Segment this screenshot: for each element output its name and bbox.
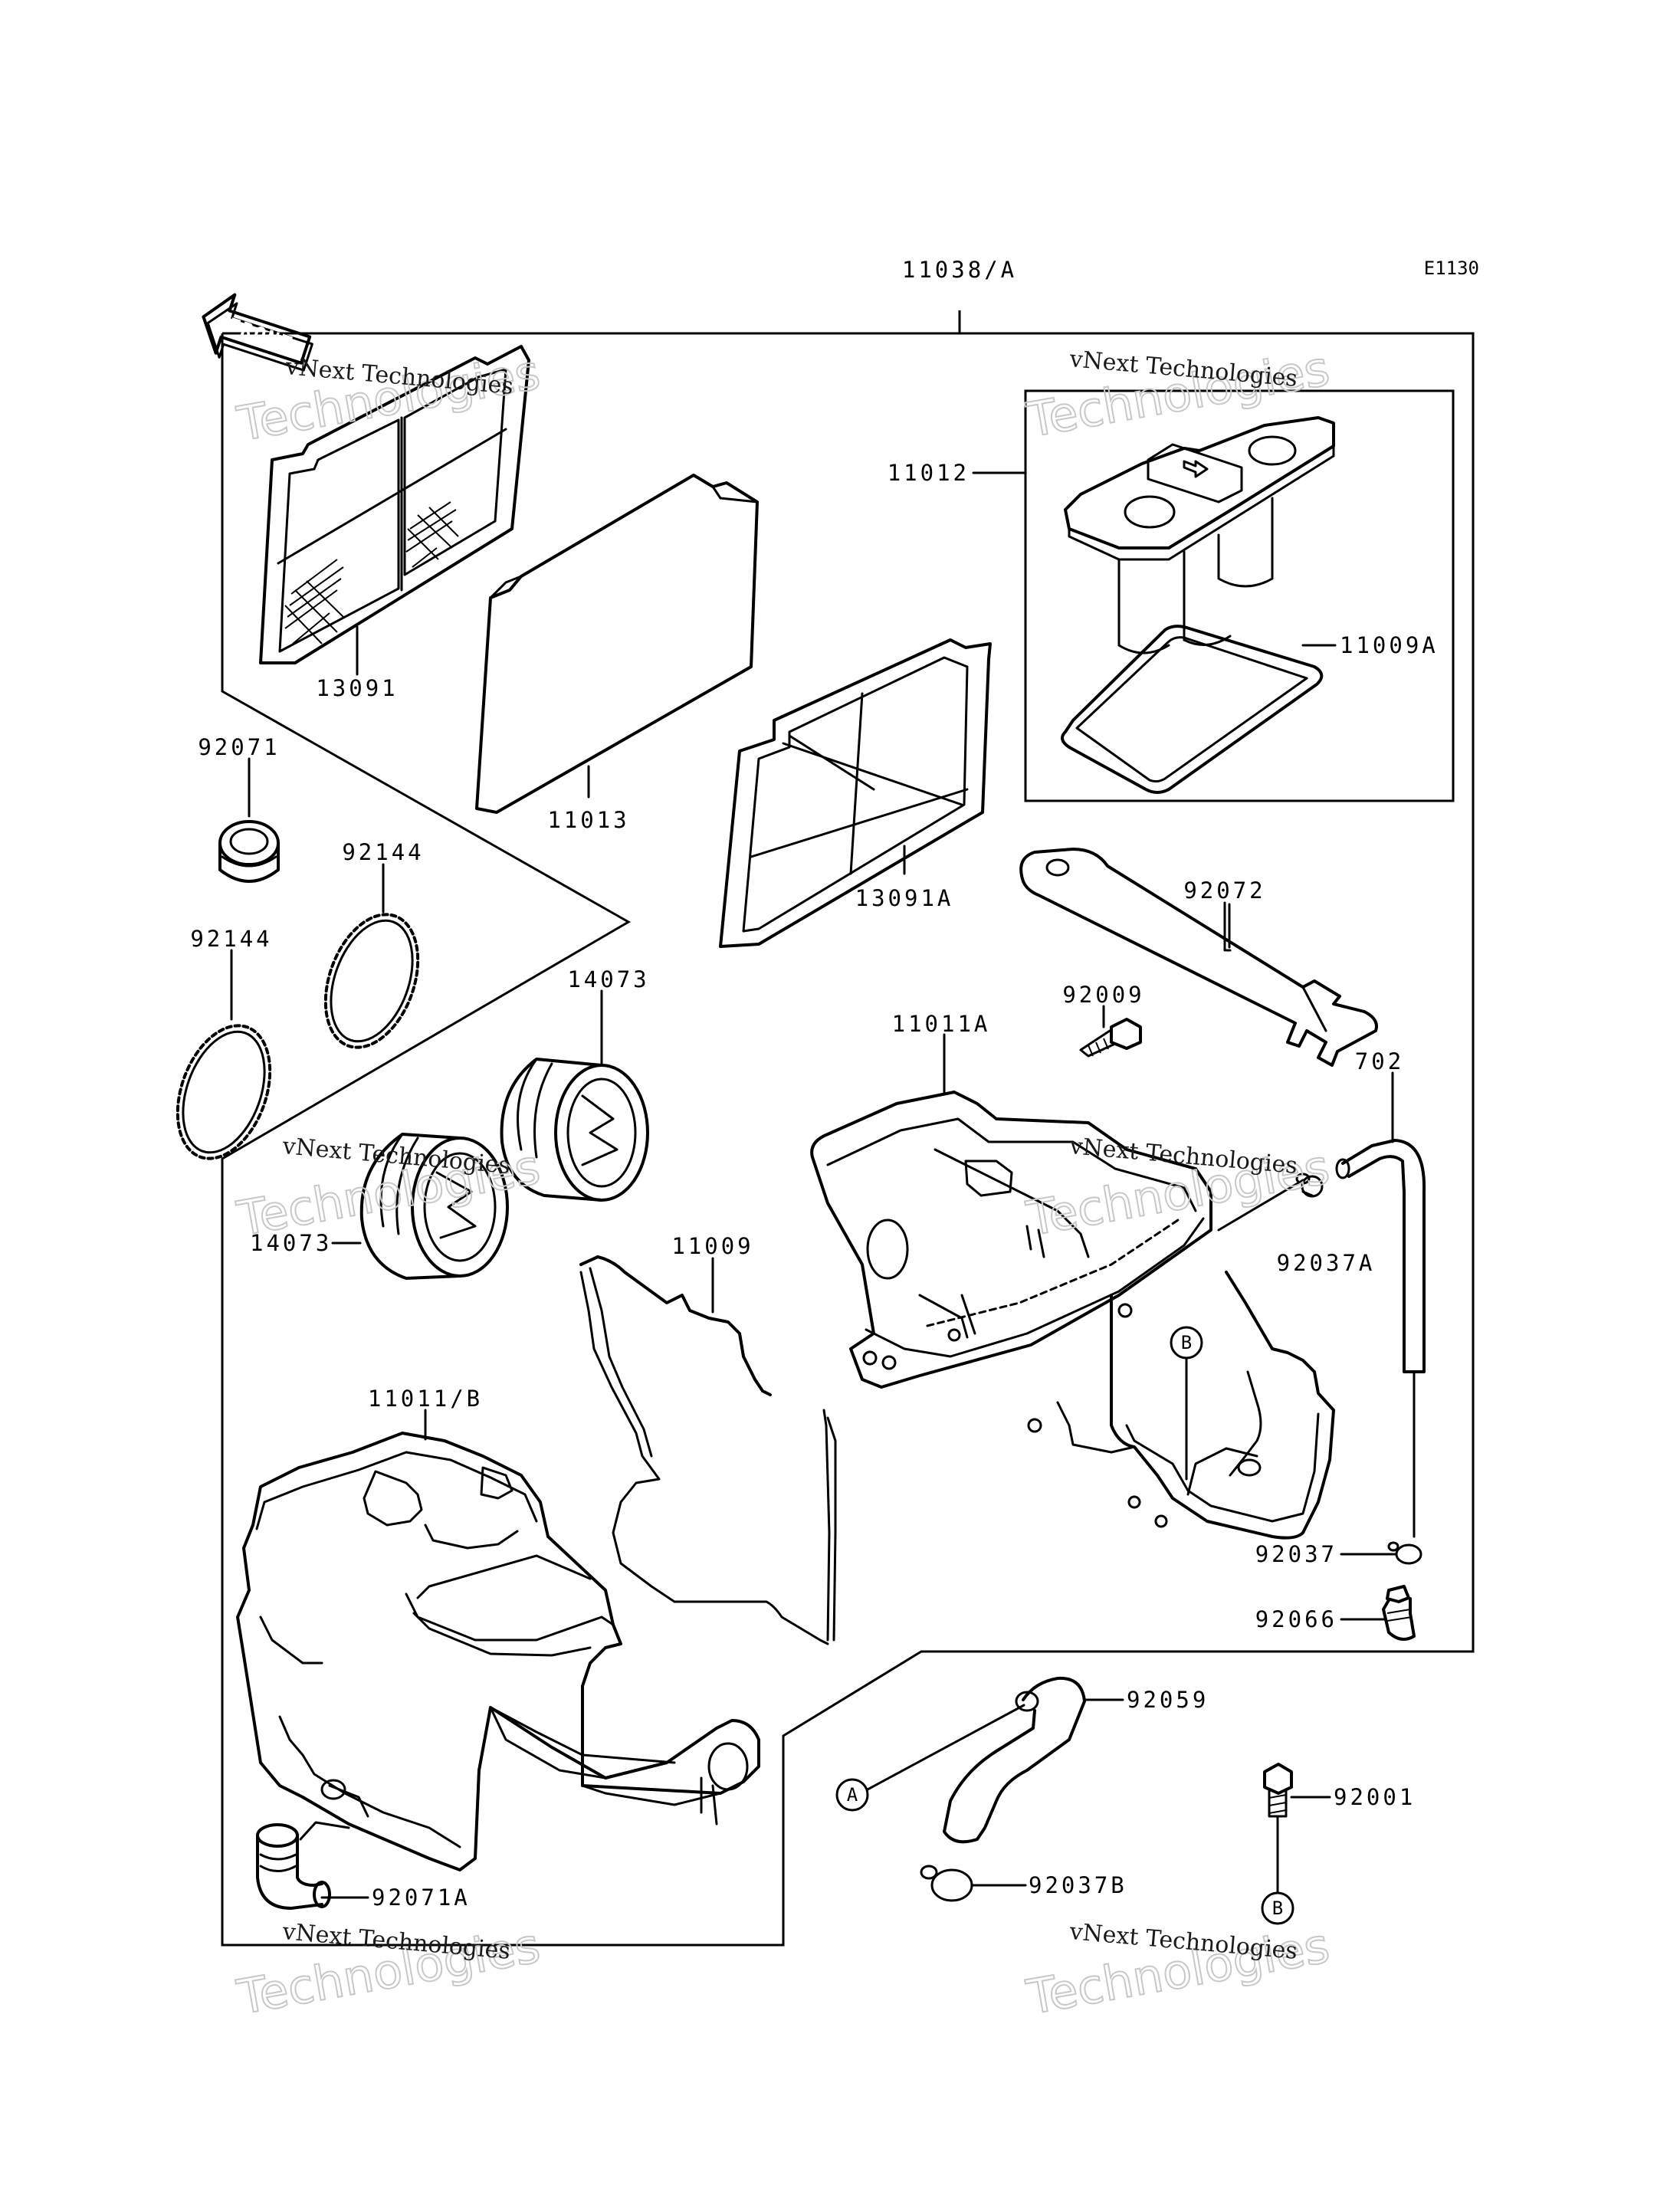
callout-a: A bbox=[835, 1778, 869, 1812]
part-11011a-airbox-upper[interactable] bbox=[810, 1091, 1212, 1389]
watermark-top-left: Technologies vNext Technologies bbox=[232, 343, 545, 453]
assembly-outline bbox=[221, 310, 1475, 1947]
part-label-92037[interactable]: 92037 bbox=[1255, 1541, 1337, 1567]
part-label-14073-upper[interactable]: 14073 bbox=[567, 966, 649, 992]
part-label-92071[interactable]: 92071 bbox=[198, 734, 280, 760]
part-11011-airbox-lower[interactable] bbox=[1027, 1271, 1335, 1540]
leader-lines bbox=[230, 471, 1398, 1899]
part-label-11011b[interactable]: 11011/B bbox=[368, 1386, 483, 1412]
part-92037b-clip[interactable] bbox=[920, 1865, 973, 1902]
part-label-92037a[interactable]: 92037A bbox=[1277, 1250, 1376, 1276]
part-11012-tank-unit[interactable] bbox=[1064, 416, 1335, 654]
part-11011b-airbox-housing[interactable] bbox=[236, 1432, 760, 1871]
part-label-13091[interactable]: 13091 bbox=[316, 675, 398, 701]
part-92144-clamp-lower[interactable] bbox=[161, 1013, 287, 1172]
callout-b-upper-letter: B bbox=[1181, 1332, 1192, 1353]
part-label-92059[interactable]: 92059 bbox=[1127, 1687, 1209, 1713]
part-11009a-gasket[interactable] bbox=[1061, 625, 1324, 794]
part-92009-bolt[interactable] bbox=[1079, 1018, 1142, 1058]
part-702-hose[interactable] bbox=[1335, 1139, 1426, 1538]
part-label-11038a[interactable]: 11038/A bbox=[902, 257, 1017, 283]
part-92001-bolt[interactable] bbox=[1263, 1763, 1293, 1894]
part-label-92072[interactable]: 92072 bbox=[1183, 877, 1265, 904]
part-92144-clamp-upper[interactable] bbox=[309, 902, 435, 1061]
watermark-top-right: Technologies vNext Technologies bbox=[1022, 339, 1334, 449]
diagram-code: E1130 bbox=[1424, 257, 1479, 279]
part-label-11013[interactable]: 11013 bbox=[547, 807, 629, 833]
fuel-tank-subassembly-box bbox=[1024, 389, 1455, 802]
part-11013-filter-element[interactable] bbox=[475, 474, 759, 814]
part-label-702[interactable]: 702 bbox=[1355, 1048, 1404, 1074]
part-label-92071a[interactable]: 92071A bbox=[372, 1884, 471, 1911]
part-labels: 11012 11009A 13091 11013 13091A 92071 92… bbox=[190, 460, 1439, 1911]
part-label-11009[interactable]: 11009 bbox=[671, 1233, 753, 1259]
part-11009-seal[interactable] bbox=[579, 1255, 837, 1645]
part-label-92144-upper[interactable]: 92144 bbox=[342, 839, 424, 865]
watermark-mid-right: Technologies vNext Technologies bbox=[1022, 1133, 1334, 1248]
callout-a-letter: A bbox=[847, 1784, 858, 1806]
callout-b-lower-letter: B bbox=[1272, 1898, 1283, 1919]
part-13091a-filter-frame[interactable] bbox=[719, 638, 992, 948]
part-label-13091a[interactable]: 13091A bbox=[855, 885, 954, 911]
part-label-11009a[interactable]: 11009A bbox=[1340, 632, 1439, 658]
watermark-bottom-right: Technologies vNext Technologies bbox=[1022, 1917, 1334, 2026]
mesh-pattern bbox=[284, 501, 459, 645]
part-14073-duct-lower[interactable] bbox=[359, 1133, 509, 1280]
part-label-14073-lower[interactable]: 14073 bbox=[250, 1230, 332, 1256]
part-label-92001[interactable]: 92001 bbox=[1334, 1784, 1416, 1810]
watermark-bottom-left: Technologies vNext Technologies bbox=[232, 1917, 545, 2026]
callout-b-upper: B bbox=[1170, 1326, 1203, 1481]
part-92059-hose[interactable] bbox=[866, 1676, 1086, 1844]
part-label-92037b[interactable]: 92037B bbox=[1029, 1872, 1127, 1898]
watermark-mid-left: Technologies vNext Technologies bbox=[232, 1133, 545, 1248]
part-92072-strap[interactable] bbox=[1019, 848, 1378, 1067]
part-92071-grommet[interactable] bbox=[218, 820, 280, 883]
part-13091-filter-grille[interactable] bbox=[259, 345, 530, 664]
callout-b-lower: B bbox=[1261, 1891, 1294, 1925]
part-label-92066[interactable]: 92066 bbox=[1255, 1606, 1337, 1632]
part-label-92009[interactable]: 92009 bbox=[1062, 982, 1144, 1008]
part-label-11011a[interactable]: 11011A bbox=[892, 1011, 991, 1037]
part-label-92144-lower[interactable]: 92144 bbox=[190, 926, 272, 952]
part-92066-fitting[interactable] bbox=[1382, 1585, 1416, 1641]
part-14073-duct-upper[interactable] bbox=[500, 1058, 649, 1202]
part-label-11012[interactable]: 11012 bbox=[888, 460, 970, 486]
part-92071a-elbow[interactable] bbox=[256, 1821, 350, 1910]
